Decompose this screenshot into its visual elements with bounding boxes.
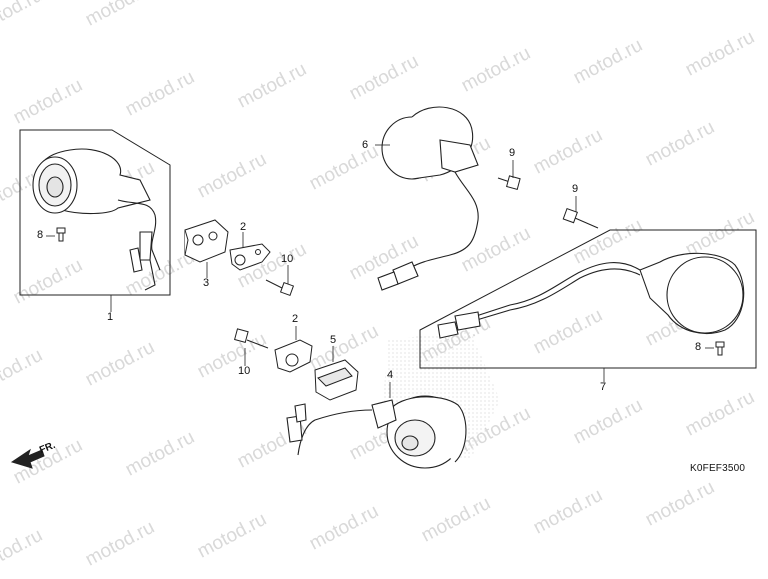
turn-signal-icon: [32, 148, 161, 291]
screw-icon: [715, 341, 725, 356]
bracket-icon: [274, 339, 313, 373]
callout-2-upper: 2: [240, 221, 247, 233]
part-1-frame: [19, 129, 171, 296]
part-7-frame: [419, 229, 757, 369]
arrow-left-icon: [10, 448, 45, 469]
callout-10-lower: 10: [238, 365, 251, 377]
callout-9-right: 9: [572, 183, 579, 195]
callout-2-lower: 2: [292, 313, 299, 325]
bolt-icon: [497, 175, 521, 190]
callout-8-left: 8: [37, 229, 44, 241]
socket-icon: [314, 359, 359, 401]
rubber-mount-icon: [184, 219, 229, 263]
callout-5: 5: [330, 334, 337, 346]
turn-signal-icon: [437, 252, 745, 339]
bolt-icon: [265, 279, 295, 297]
callout-9-upper: 9: [509, 147, 516, 159]
callout-6: 6: [362, 139, 369, 151]
callout-3: 3: [203, 277, 210, 289]
callout-8-right: 8: [695, 341, 702, 353]
turn-signal-icon: [377, 106, 479, 291]
callout-7: 7: [600, 381, 607, 393]
diagram-code: K0FEF3500: [690, 463, 746, 474]
screw-icon: [56, 227, 66, 242]
bracket-icon: [229, 243, 271, 271]
turn-signal-icon: [286, 395, 467, 469]
callout-1: 1: [107, 311, 114, 323]
callout-4: 4: [387, 369, 394, 381]
bolt-icon: [234, 328, 269, 349]
bolt-icon: [562, 207, 599, 229]
callout-10-upper: 10: [281, 253, 294, 265]
